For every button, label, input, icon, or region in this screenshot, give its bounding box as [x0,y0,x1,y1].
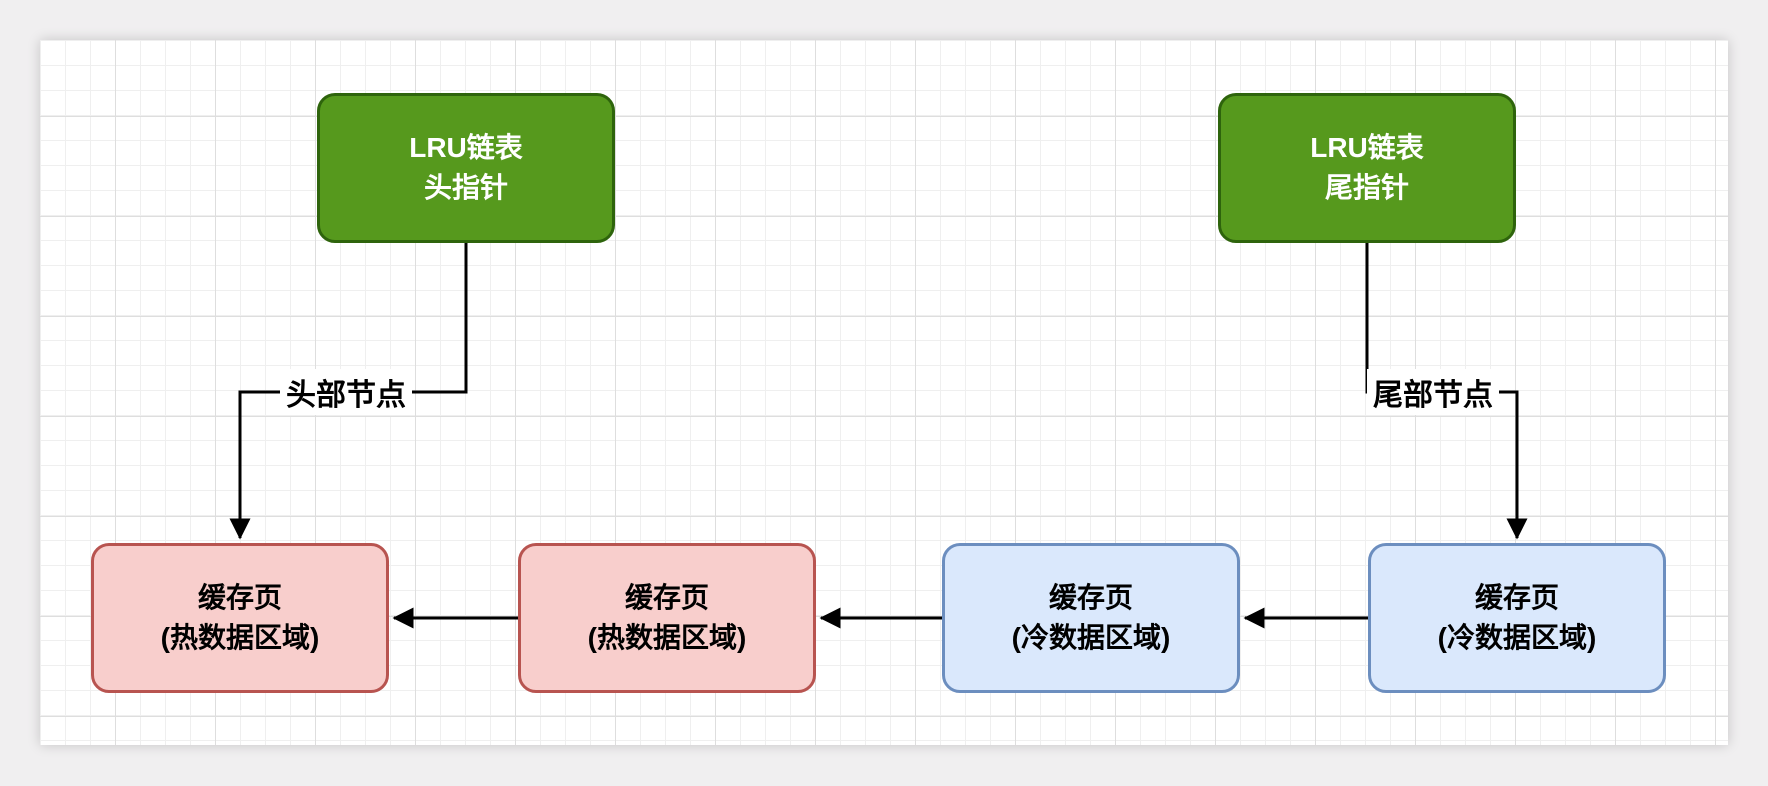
node-text-line: 缓存页 [624,582,709,613]
node-cache-page-hot-1[interactable]: 缓存页 (热数据区域) [91,543,389,693]
edge-label-tail-node[interactable]: 尾部节点 [1367,369,1499,415]
node-text-line: (冷数据区域) [1011,622,1171,653]
node-cache-page-hot-2[interactable]: 缓存页 (热数据区域) [518,543,816,693]
node-cache-page-cold-1[interactable]: 缓存页 (冷数据区域) [942,543,1240,693]
node-text-line: (冷数据区域) [1437,622,1597,653]
node-text-line: (热数据区域) [160,622,320,653]
node-lru-tail-pointer[interactable]: LRU链表 尾指针 [1218,93,1516,243]
node-text-line: 头指针 [423,172,508,203]
edge-label-head-node[interactable]: 头部节点 [280,369,412,415]
node-lru-head-pointer[interactable]: LRU链表 头指针 [317,93,615,243]
node-text-line: 缓存页 [1048,582,1133,613]
node-text-line: LRU链表 [1310,132,1424,163]
node-text-line: 缓存页 [1474,582,1559,613]
node-cache-page-cold-2[interactable]: 缓存页 (冷数据区域) [1368,543,1666,693]
node-text-line: (热数据区域) [587,622,747,653]
node-text-line: 缓存页 [197,582,282,613]
diagram-canvas[interactable]: LRU链表 头指针 LRU链表 尾指针 缓存页 (热数据区域) 缓存页 (热数据… [40,40,1728,745]
node-text-line: 尾指针 [1324,172,1409,203]
node-text-line: LRU链表 [409,132,523,163]
